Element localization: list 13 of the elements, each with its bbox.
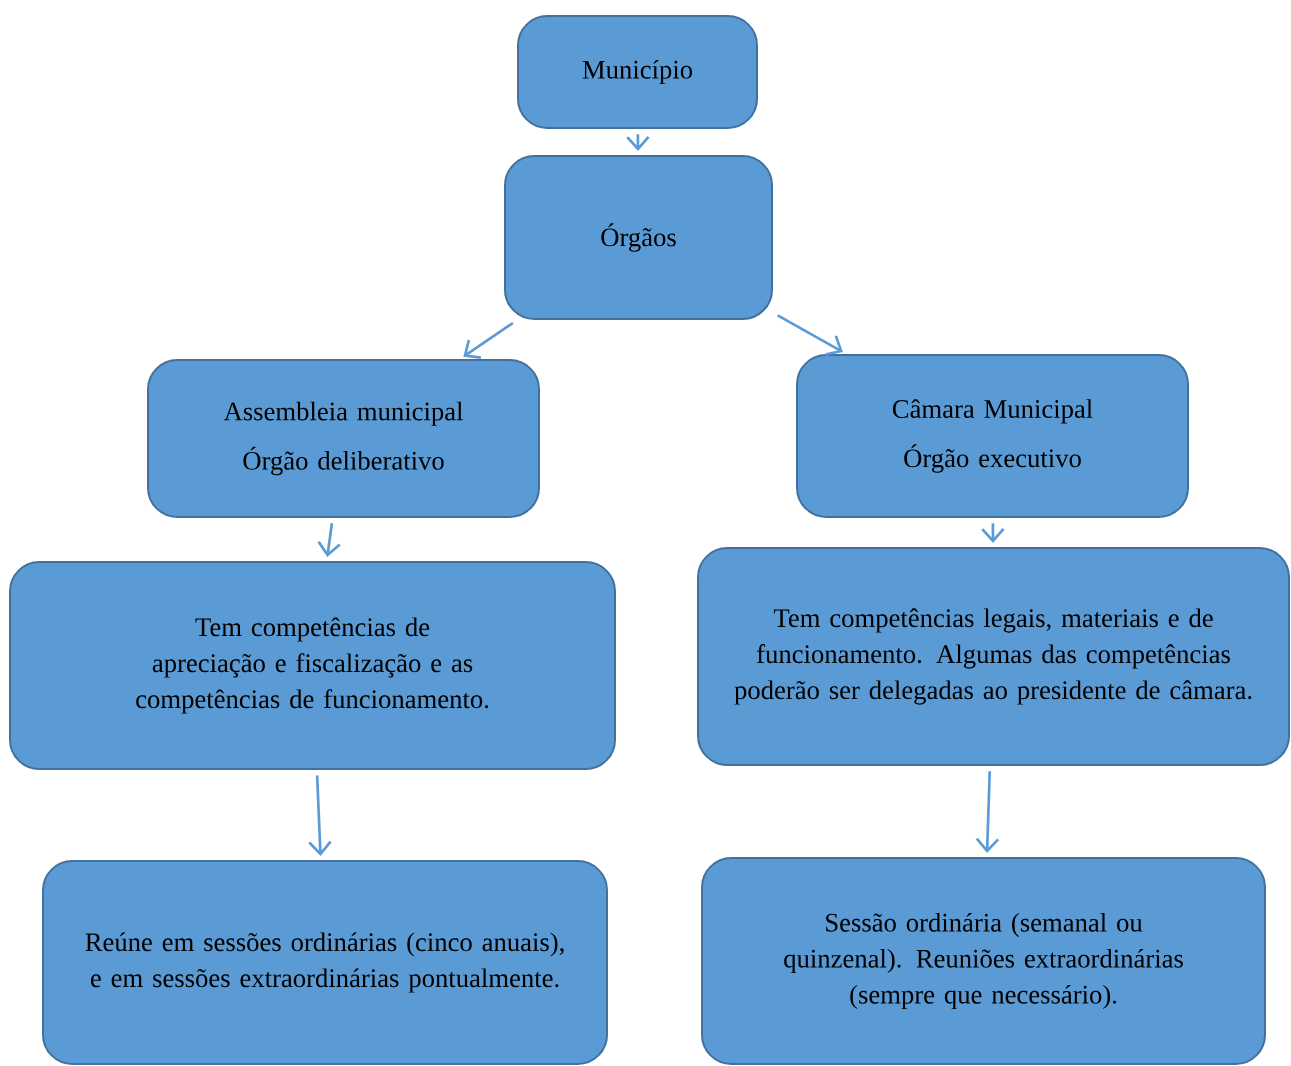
arrow xyxy=(317,523,341,558)
process-box: Município xyxy=(517,15,758,129)
process-box: Órgãos xyxy=(504,155,773,320)
process-box: Reúne em sessões ordinárias (cinco anuais), e em sessões extraordinárias pontualmente. xyxy=(42,860,608,1065)
process-box: Sessão ordinária (semanal ou quinzenal). Reuniões extraordinárias (sempre que necessário). xyxy=(701,857,1266,1065)
process-box: Assembleia municipal Órgão deliberativo xyxy=(147,359,540,518)
arrow xyxy=(463,321,514,359)
arrow xyxy=(975,771,1000,853)
process-box: Câmara Municipal Órgão executivo xyxy=(796,354,1189,518)
process-box: Tem competências legais, materiais e de funcionamento. Algumas das competências poderão ser delegadas ao presidente de câmara. xyxy=(697,547,1290,766)
process-box: Tem competências de apreciação e fiscalização e as competências de funcionamento. xyxy=(9,561,616,770)
arrow xyxy=(308,775,332,856)
arrow xyxy=(777,314,843,356)
